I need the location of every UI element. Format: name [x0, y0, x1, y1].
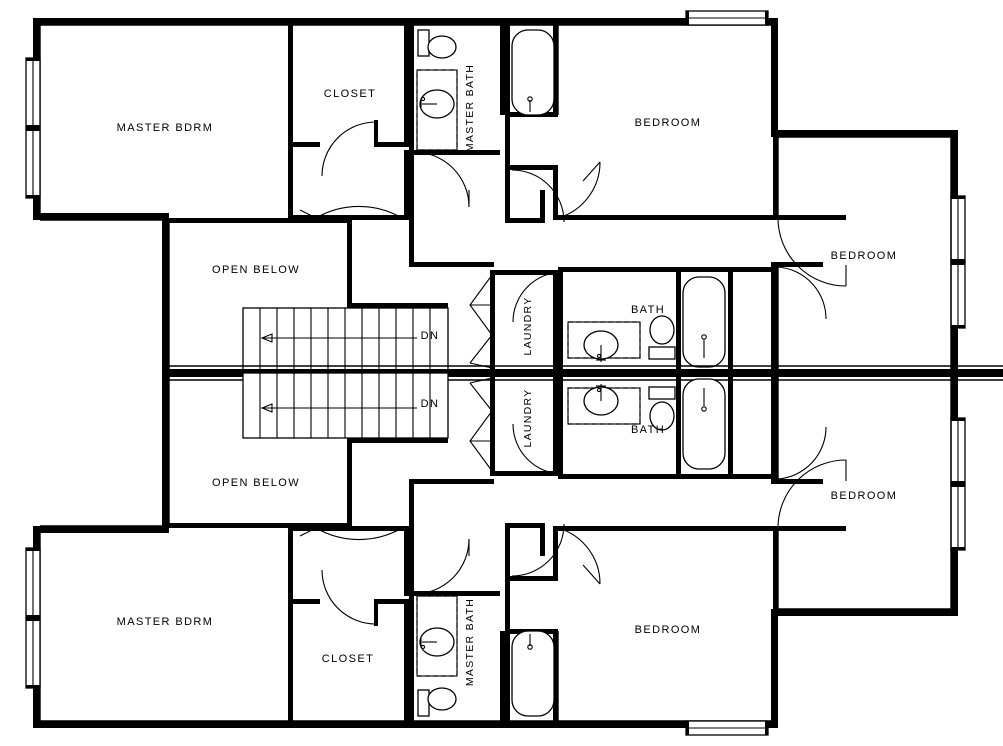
window-left-lower-1 — [25, 617, 41, 689]
stair-run-lower — [242, 372, 449, 439]
main-bath-fixtures-lower — [567, 378, 726, 470]
window-left-upper-1 — [25, 57, 41, 129]
label-laundry-lower: LAUNDRY — [522, 388, 534, 447]
label-laundry-upper: LAUNDRY — [522, 296, 534, 355]
window-top-bedroom — [685, 10, 769, 26]
window-right-lower-2 — [950, 417, 966, 485]
main-bath-fixtures-upper — [567, 276, 726, 368]
label-stair-dn-lower: DN — [421, 398, 440, 410]
bath-tub-lower-front — [505, 630, 555, 721]
stair-treads-lower — [259, 373, 431, 438]
window-right-upper-2 — [950, 261, 966, 329]
label-bedroom-front-upper: BEDROOM — [635, 117, 702, 129]
stair-run-upper — [242, 307, 449, 374]
master-bath-fixtures-lower — [416, 595, 458, 717]
label-bedroom-right-lower: BEDROOM — [831, 490, 898, 502]
master-bath-fixtures-upper — [416, 29, 458, 151]
bath-tub-upper-front — [505, 25, 555, 116]
label-master-bdrm-upper: MASTER BDRM — [117, 122, 214, 134]
lower-unit-labels: MASTER BDRM CLOSET MASTER BATH BEDROOM B… — [117, 388, 898, 686]
upper-unit: MASTER BDRM CLOSET MASTER BATH BEDROOM B… — [25, 10, 966, 374]
lower-room-inner-outlines — [557, 373, 952, 721]
label-bath-lower: BATH — [631, 424, 665, 436]
label-open-below-upper: OPEN BELOW — [212, 264, 300, 276]
door-swings-upper — [299, 121, 847, 369]
door-swings-lower — [299, 377, 847, 625]
window-right-upper-1 — [950, 195, 966, 263]
window-bottom-bedroom — [685, 720, 769, 736]
label-bedroom-front-lower: BEDROOM — [635, 624, 702, 636]
label-master-bdrm-lower: MASTER BDRM — [117, 616, 214, 628]
label-master-bath-upper: MASTER BATH — [464, 64, 476, 152]
label-bedroom-right-upper: BEDROOM — [831, 250, 898, 262]
label-open-below-lower: OPEN BELOW — [212, 477, 300, 489]
window-left-upper-2 — [25, 127, 41, 199]
lower-unit — [25, 372, 966, 736]
label-master-bath-lower: MASTER BATH — [464, 598, 476, 686]
label-closet-upper: CLOSET — [324, 88, 376, 100]
window-right-lower-1 — [950, 483, 966, 551]
label-closet-lower: CLOSET — [322, 653, 374, 665]
window-left-lower-2 — [25, 547, 41, 619]
label-bath-upper: BATH — [631, 304, 665, 316]
lower-interior-walls — [169, 373, 846, 721]
upper-room-inner-outlines — [557, 18, 952, 373]
label-stair-dn-upper: DN — [421, 330, 440, 342]
stair-treads-upper — [259, 308, 431, 373]
